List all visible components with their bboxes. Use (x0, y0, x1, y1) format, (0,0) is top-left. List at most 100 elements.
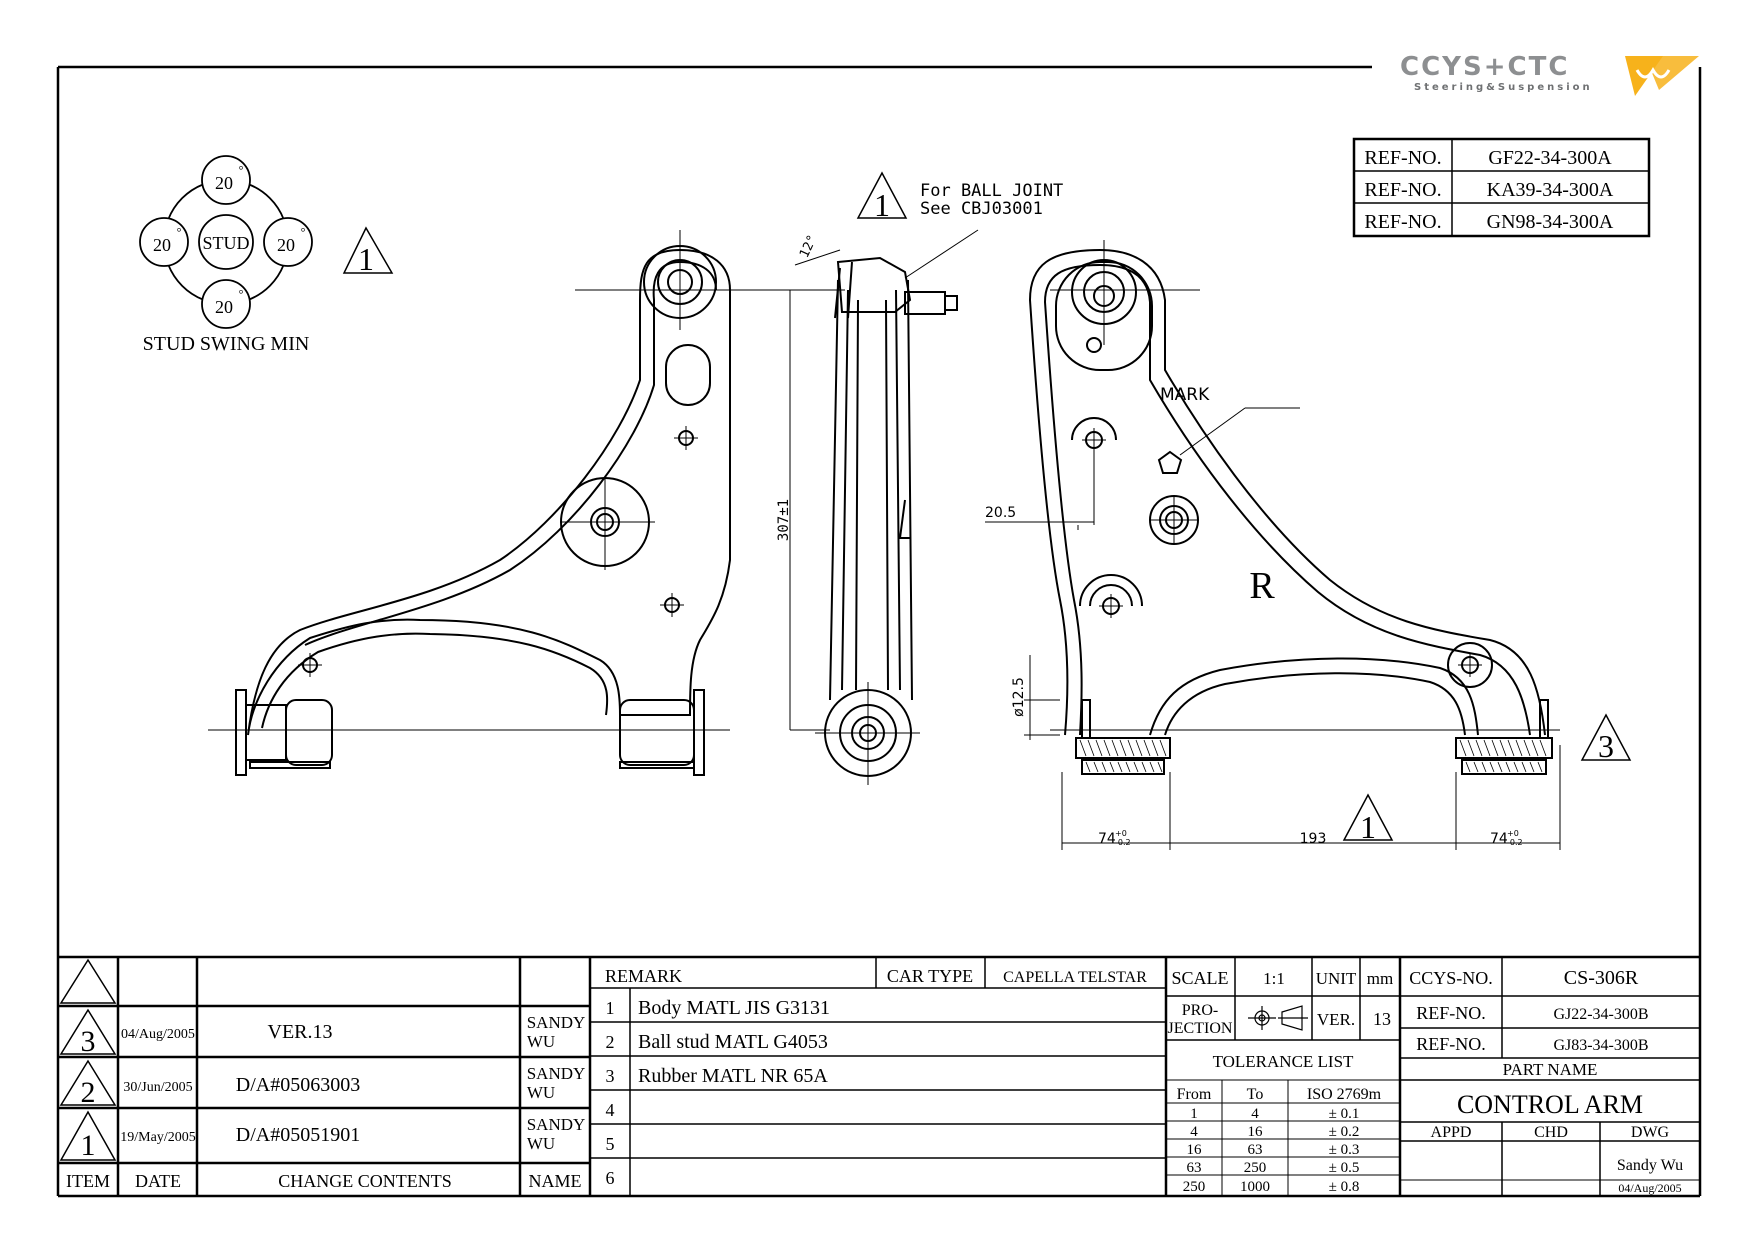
title-ref-value-2: GJ83-34-300B (1553, 1037, 1648, 1054)
tol-cell: 250 (1244, 1160, 1267, 1176)
rev-item-3: 3 (81, 1025, 96, 1058)
dim-diameter: ø12.5 (1011, 677, 1027, 717)
tol-cell: ± 0.1 (1329, 1106, 1360, 1122)
remark-text-3: Rubber MATL NR 65A (638, 1065, 828, 1087)
tol-cell: 1 (1190, 1106, 1198, 1122)
title-block-grid (58, 957, 1700, 1196)
projection-line2: JECTION (1168, 1020, 1233, 1037)
control-arm-side-view (824, 256, 958, 777)
revision-table-triangles (59, 958, 117, 1161)
remark-no-4: 4 (606, 1100, 615, 1120)
remark-no-1: 1 (606, 998, 615, 1018)
centerlines-side (789, 229, 979, 785)
dim-bush-left: 74 (1098, 831, 1116, 847)
dwg-label: DWG (1631, 1124, 1670, 1141)
stud-swing-title: STUD SWING MIN (143, 333, 310, 355)
rev-name-3b: WU (527, 1032, 555, 1051)
tolerance-title: TOLERANCE LIST (1213, 1052, 1354, 1071)
dim-angle: 12° (797, 233, 821, 261)
stud-angle-bottom: 20 (215, 297, 233, 317)
ver-value: 13 (1373, 1009, 1391, 1029)
part-name-label: PART NAME (1503, 1060, 1598, 1079)
rev-name-2a: SANDY (527, 1064, 586, 1083)
rev-date-3: 04/Aug/2005 (121, 1027, 195, 1042)
revision-table: 3 04/Aug/2005 VER.13 SANDY WU 2 30/Jun/2… (66, 1013, 585, 1191)
rev-header-item: ITEM (66, 1171, 110, 1191)
tol-cell: ± 0.3 (1329, 1142, 1360, 1158)
bush-hatching (1079, 739, 1547, 773)
logo-brand: CCYS+CTC (1400, 52, 1570, 82)
rev-header-date: DATE (135, 1171, 181, 1191)
title-ref-value-1: GJ22-34-300B (1553, 1006, 1648, 1023)
stud-angle-left: 20 (153, 235, 171, 255)
projection-symbol-icon (1248, 1005, 1308, 1031)
stud-angle-top: 20 (215, 173, 233, 193)
remark-no-5: 5 (606, 1134, 615, 1154)
title-ref-label-2: REF-NO. (1416, 1034, 1486, 1054)
tol-cell: ± 0.5 (1329, 1160, 1360, 1176)
tol-cell: 4 (1190, 1124, 1198, 1140)
company-logo: CCYS+CTC Steering&Suspension (1400, 50, 1700, 100)
remark-no-3: 3 (606, 1066, 615, 1086)
tol-cell: 4 (1251, 1106, 1259, 1122)
dim-bush-left-tol-plus: +0 (1115, 829, 1127, 838)
rev-name-2b: WU (527, 1083, 555, 1102)
callout-mark: MARK (1160, 385, 1210, 405)
remark-no-6: 6 (606, 1168, 615, 1188)
rev-name-1b: WU (527, 1134, 555, 1153)
rev-date-1: 19/May/2005 (120, 1130, 195, 1145)
rev-header-name: NAME (529, 1171, 582, 1191)
logo-tagline: Steering&Suspension (1414, 82, 1593, 93)
chd-label: CHD (1534, 1124, 1568, 1141)
tol-cell: ± 0.2 (1329, 1124, 1360, 1140)
centerlines-front (208, 230, 800, 731)
tol-cell: 250 (1183, 1179, 1206, 1195)
projection-line1: PRO- (1182, 1002, 1218, 1019)
rev-header-change: CHANGE CONTENTS (278, 1171, 452, 1191)
tol-cell: 1000 (1240, 1179, 1270, 1195)
remark-title: REMARK (605, 966, 682, 986)
dim-bush-right: 74 (1490, 831, 1508, 847)
drawn-date: 04/Aug/2005 (1618, 1181, 1681, 1195)
tol-header-to: To (1247, 1086, 1264, 1103)
svg-text:1: 1 (1360, 809, 1376, 845)
tol-header-iso: ISO 2769m (1307, 1086, 1382, 1103)
callout-balljoint-1: For BALL JOINT (920, 181, 1063, 201)
tol-cell: ± 0.8 (1329, 1179, 1360, 1195)
rev-change-3: VER.13 (268, 1021, 333, 1043)
stud-swing-labels: STUD 20 20 20 20 ° ° ° ° STUD SWING MIN (143, 163, 310, 355)
ccys-number: CS-306R (1564, 967, 1639, 989)
svg-text:1: 1 (874, 187, 890, 223)
spec-table: SCALE 1:1 UNIT mm PRO- JECTION VER. 13 (1168, 968, 1394, 1037)
dim-bush-right-tol-plus: +0 (1507, 829, 1519, 838)
rev-name-3a: SANDY (527, 1013, 586, 1032)
revision-marker-stud: 1 (342, 226, 394, 277)
rev-name-1a: SANDY (527, 1115, 586, 1134)
title-ref-label-1: REF-NO. (1416, 1003, 1486, 1023)
ref-value-2: KA39-34-300A (1487, 179, 1614, 201)
side-letter: R (1249, 565, 1275, 607)
centerlines-rear (985, 240, 1561, 850)
dim-bush-right-tol-minus: -0.2 (1507, 838, 1523, 847)
remark-text-2: Ball stud MATL G4053 (638, 1031, 828, 1053)
title-block: CCYS-NO. CS-306R REF-NO. GJ22-34-300B RE… (1409, 967, 1683, 1195)
rev-date-2: 30/Jun/2005 (123, 1080, 192, 1095)
tol-cell: 16 (1248, 1124, 1264, 1140)
drawn-by: Sandy Wu (1617, 1157, 1683, 1174)
revision-marker-bush: 3 (1580, 713, 1632, 764)
rev-item-1: 1 (81, 1129, 96, 1162)
stud-degree-bottom: ° (239, 287, 244, 301)
ccys-label: CCYS-NO. (1409, 968, 1493, 988)
part-name: CONTROL ARM (1457, 1090, 1643, 1119)
tol-cell: 63 (1248, 1142, 1263, 1158)
appd-label: APPD (1431, 1124, 1472, 1141)
stud-angle-right: 20 (277, 235, 295, 255)
svg-text:3: 3 (1598, 728, 1614, 764)
remark-text-1: Body MATL JIS G3131 (638, 997, 830, 1019)
remark-table: REMARK CAR TYPE CAPELLA TELSTAR 1 Body M… (605, 966, 1147, 1188)
ref-value-1: GF22-34-300A (1488, 147, 1612, 169)
ref-value-3: GN98-34-300A (1487, 211, 1614, 233)
callout-balljoint-2: See CBJ03001 (920, 199, 1043, 219)
car-type-value: CAPELLA TELSTAR (1003, 969, 1147, 986)
